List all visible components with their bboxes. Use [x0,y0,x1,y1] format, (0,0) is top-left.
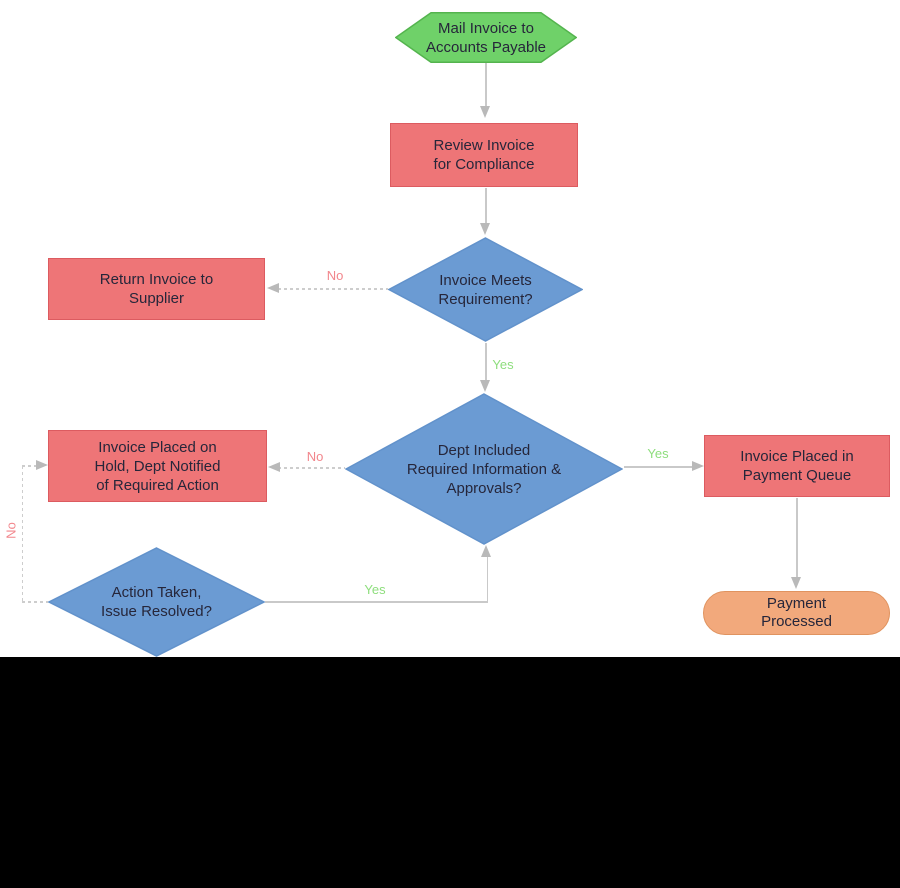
edge-label-yes-2: Yes [647,446,669,461]
node-on-hold-label: Invoice Placed on Hold, Dept Notified of… [94,438,221,494]
connector-dept-no [278,467,345,469]
edge-label-yes-3: Yes [364,582,386,597]
arrowhead-down-icon [480,380,490,392]
node-review: Review Invoice for Compliance [390,123,578,187]
node-payment-queue: Invoice Placed in Payment Queue [704,435,890,497]
arrowhead-left-icon [268,462,280,472]
node-meets-req-label: Invoice Meets Requirement? [438,271,533,308]
arrowhead-up-icon [481,545,491,557]
node-action-taken: Action Taken, Issue Resolved? [48,547,265,657]
node-return-supplier-label: Return Invoice to Supplier [99,271,214,307]
arrowhead-down-icon [480,106,490,118]
arrowhead-down-icon [480,223,490,235]
node-review-label: Review Invoice for Compliance [433,137,535,173]
diamond-shape-icon [388,237,583,342]
connector-start-review [485,63,487,106]
node-meets-req: Invoice Meets Requirement? [388,237,583,342]
connector-action-yes-v [486,557,488,602]
node-start: Mail Invoice to Accounts Payable [395,12,577,63]
connector-action-no-h2 [22,465,37,467]
node-payment-processed-label: Payment Processed [761,595,832,630]
hexagon-shape-icon [395,12,577,63]
node-action-taken-label: Action Taken, Issue Resolved? [101,584,212,620]
edge-label-yes-1: Yes [492,357,514,372]
connector-action-yes-h [265,601,488,603]
edge-label-no-1: No [326,268,344,283]
arrowhead-left-icon [267,283,279,293]
connector-action-no-v [21,466,23,602]
node-payment-processed: Payment Processed [703,591,890,635]
arrowhead-down-icon [791,577,801,589]
edge-label-no-2: No [306,449,324,464]
connector-queue-processed [796,498,798,577]
edge-label-no-3: No [3,522,19,539]
diagram-sheet [0,0,900,657]
arrowhead-right-icon [36,460,48,470]
node-dept-info: Dept Included Required Information & App… [345,393,623,545]
connector-review-meets [485,188,487,223]
diamond-shape-icon [345,393,623,545]
connector-meets-yes [485,343,487,380]
arrowhead-right-icon [692,461,704,471]
connector-dept-yes [624,466,692,468]
connector-action-no-h1 [22,601,48,603]
node-return-supplier: Return Invoice to Supplier [48,258,265,320]
diamond-shape-icon [48,547,265,657]
node-dept-info-label: Dept Included Required Information & App… [406,441,562,497]
node-start-label: Mail Invoice to Accounts Payable [425,19,547,56]
connector-meets-no [278,288,388,290]
node-payment-queue-label: Invoice Placed in Payment Queue [740,448,854,484]
node-on-hold: Invoice Placed on Hold, Dept Notified of… [48,430,267,502]
